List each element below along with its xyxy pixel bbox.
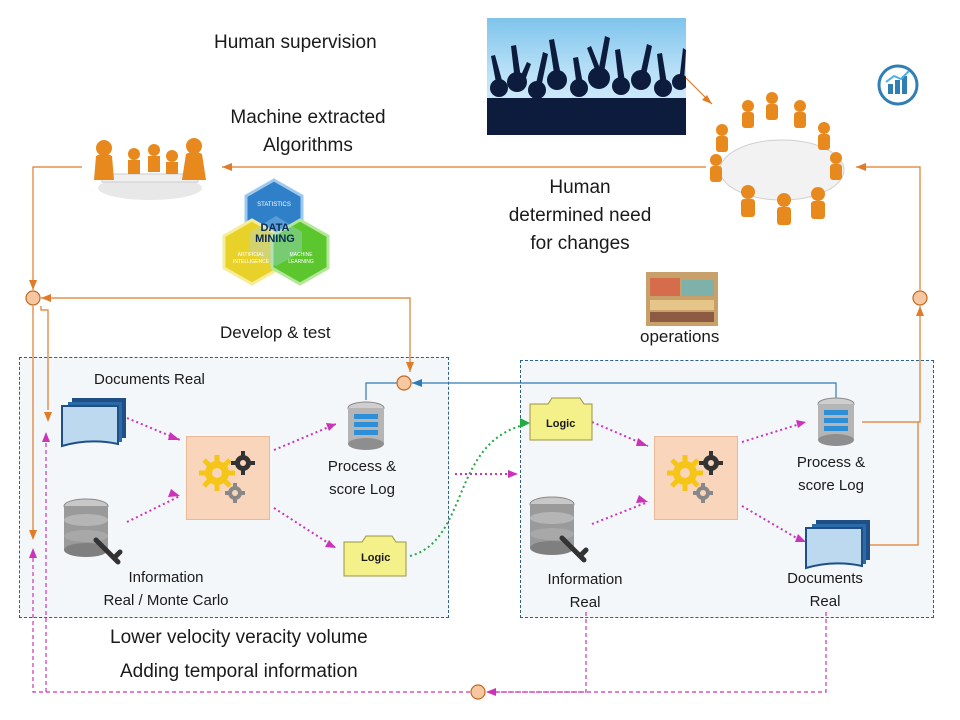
adding-temporal-label: Adding temporal information <box>120 661 358 682</box>
hex-label-statistics: STATISTICS <box>257 202 291 208</box>
hex-label-mining: MINING <box>255 233 295 245</box>
logic-label-left: Logic <box>361 552 391 564</box>
machine-extracted-line-2: Algorithms <box>263 134 353 156</box>
meeting-table-right <box>710 92 845 225</box>
flow-right-up <box>856 166 921 290</box>
hex-label-ai-2: INTELLIGENCE <box>232 259 270 265</box>
hex-label-data: DATA <box>260 222 290 234</box>
operations-label: operations <box>640 327 720 346</box>
develop-test-label: Develop & test <box>220 323 331 342</box>
money-stack-photo <box>646 272 718 326</box>
documents-label-right: Documents Real <box>775 570 875 612</box>
information-label-left: Information Real / Monte Carlo <box>90 569 242 611</box>
machine-extracted-line-1: Machine extracted <box>230 107 386 128</box>
information-label-right: Information Real <box>530 571 640 613</box>
information-left-line-2: Real / Monte Carlo <box>103 591 229 609</box>
documents-right-line-2: Real <box>809 592 841 610</box>
documents-real-label: Documents Real <box>94 371 205 388</box>
documents-right-line-1: Documents <box>787 570 863 587</box>
human-supervision-label: Human supervision <box>214 32 377 53</box>
human-determined-line-2: determined need <box>508 204 652 226</box>
chart-badge-icon <box>877 64 919 106</box>
process-score-log-right: Process & score Log <box>781 454 881 496</box>
meeting-figures-left <box>82 128 217 208</box>
hex-label-ml-1: MACHINE <box>289 252 313 258</box>
gears-box-right <box>654 436 738 520</box>
machine-extracted-label: Machine extracted Algorithms <box>208 106 408 158</box>
flow-crowd-to-table <box>685 77 713 105</box>
gears-box-left <box>186 436 270 520</box>
process-right-line-1: Process & <box>796 454 866 471</box>
gears-icon <box>199 451 255 503</box>
logic-label-right: Logic <box>546 418 576 430</box>
lower-velocity-label: Lower velocity veracity volume <box>110 627 368 648</box>
human-determined-line-1: Human <box>549 177 611 198</box>
process-left-line-2: score Log <box>329 480 395 498</box>
information-left-line-1: Information <box>128 569 204 586</box>
hex-label-ml-2: LEARNING <box>288 259 314 265</box>
information-right-line-1: Information <box>547 571 623 588</box>
flow-meeting-to-circle <box>32 166 82 290</box>
process-right-line-2: score Log <box>798 476 864 494</box>
gears-icon <box>667 451 723 503</box>
crowd-photo <box>487 18 686 135</box>
human-determined-line-3: for changes <box>530 232 630 254</box>
process-left-line-1: Process & <box>327 458 397 475</box>
human-determined-label: Human determined need for changes <box>480 176 680 255</box>
process-score-log-left: Process & score Log <box>312 458 412 500</box>
hex-label-ai-1: ARTIFICIAL <box>237 252 265 258</box>
information-right-line-2: Real <box>569 593 601 611</box>
